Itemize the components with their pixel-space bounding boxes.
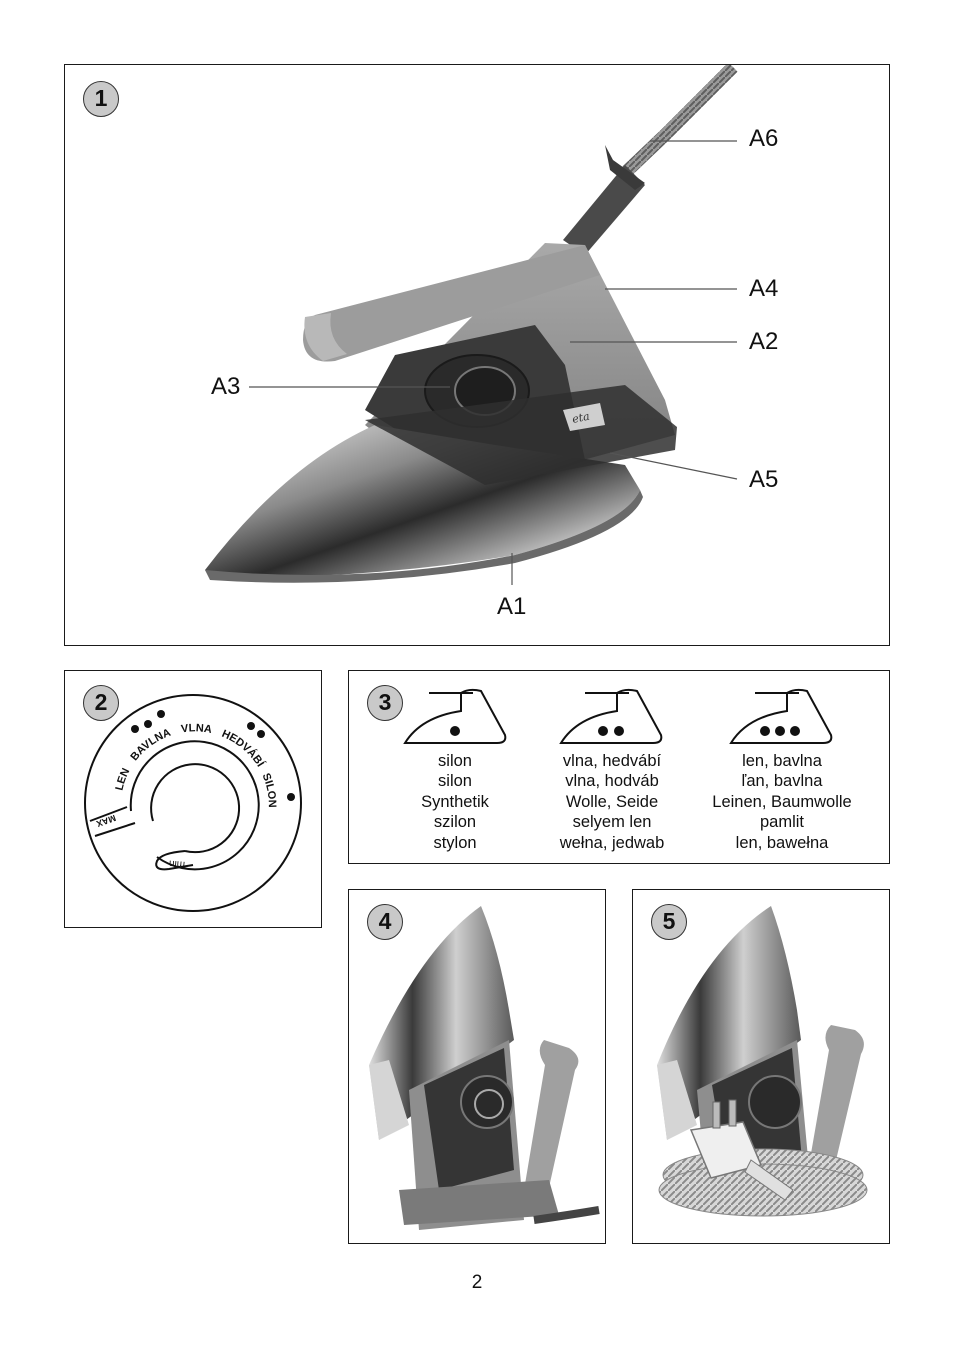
figure-4-panel: 4	[348, 889, 606, 1244]
iron-handle	[303, 245, 600, 362]
brand-mark: eta	[571, 410, 591, 426]
fabric-line: ľan, bavlna	[741, 772, 823, 791]
figure-3-number: 3	[367, 685, 403, 721]
label-a5: A5	[749, 466, 779, 493]
fabric-line: vlna, hedvábí	[562, 752, 662, 770]
iron-two-dot-icon	[559, 688, 663, 744]
svg-text:SILON: SILON	[260, 772, 278, 808]
label-a6: A6	[749, 125, 779, 152]
iron-with-wound-cord-illustration	[657, 906, 868, 1217]
label-a3: A3	[211, 373, 241, 400]
fabric-line: Wolle, Seide	[565, 792, 659, 811]
iron-one-dot-icon	[403, 688, 507, 744]
figure-5-panel: 5	[632, 889, 890, 1244]
figure-5-number: 5	[651, 904, 687, 940]
fabric-line: vlna, hodváb	[565, 772, 659, 791]
label-a4: A4	[749, 275, 779, 302]
iron-upright-illustration	[369, 906, 600, 1230]
fabric-line: selyem len	[572, 813, 652, 832]
svg-text:VLNA: VLNA	[180, 722, 213, 736]
fabric-line: len, bawełna	[735, 833, 829, 852]
fabric-line: pamlit	[759, 813, 804, 832]
figure-2-panel: 2 LEN BAVLNA VLNA HEDVÁBÍ SILON MAX min	[64, 670, 322, 928]
figure-1-number: 1	[83, 81, 119, 117]
fabric-line: len, bavlna	[742, 752, 822, 770]
fabric-line: silon	[438, 772, 472, 791]
cord	[620, 65, 738, 178]
label-a2: A2	[749, 328, 779, 355]
fabric-list-two-dots: vlna, hedvábí vlna, hodváb Wolle, Seide …	[527, 751, 697, 853]
page-number: 2	[471, 1272, 483, 1293]
cord-strain-relief	[563, 165, 645, 255]
iron-three-dot-icon	[729, 688, 833, 744]
fabric-line: stylon	[433, 833, 477, 852]
fabric-line: szilon	[433, 813, 477, 832]
label-a1: A1	[497, 593, 527, 620]
fabric-line: Leinen, Baumwolle	[712, 792, 852, 811]
dial-label-min: min	[169, 857, 186, 869]
figure-2-number: 2	[83, 685, 119, 721]
fabric-line: wełna, jedwab	[559, 833, 665, 852]
dial-outer-ring	[84, 694, 302, 912]
fabric-line: Synthetik	[421, 792, 489, 811]
dial-label-vlna: VLNA	[180, 722, 213, 736]
fabric-list-one-dot: silon silon Synthetik szilon stylon	[370, 751, 540, 853]
figure-3-panel: 3 silon silon Synthetik szilon stylon vl…	[348, 670, 890, 864]
dial-label-len: LEN	[113, 766, 132, 791]
figure-4-number: 4	[367, 904, 403, 940]
dial-label-silon: SILON	[260, 772, 278, 808]
fabric-line: silon	[438, 752, 472, 770]
fabric-list-three-dots: len, bavlna ľan, bavlna Leinen, Baumwoll…	[697, 751, 867, 853]
figure-1-panel: 1	[64, 64, 890, 646]
iron-illustration: eta	[205, 65, 738, 585]
svg-text:LEN: LEN	[113, 766, 132, 791]
temperature-dial-diagram: LEN BAVLNA VLNA HEDVÁBÍ SILON MAX min	[84, 694, 302, 912]
